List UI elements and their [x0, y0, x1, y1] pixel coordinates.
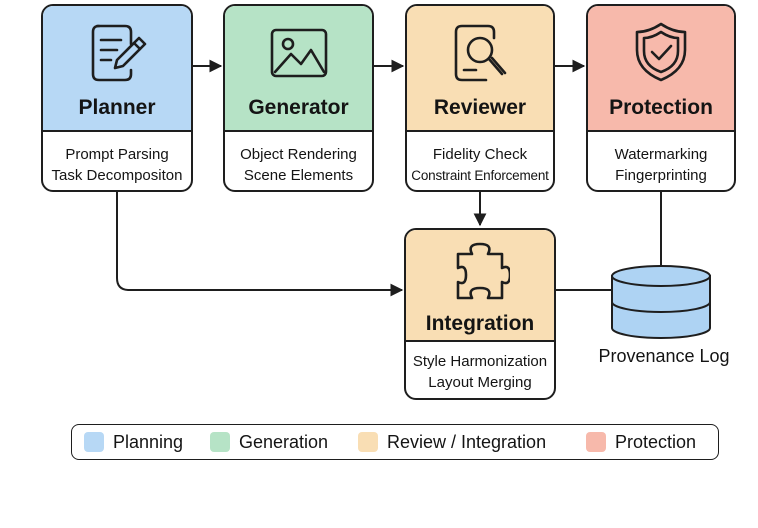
- generator-line-2: Scene Elements: [243, 167, 354, 184]
- reviewer-line-2: Constraint Enforcement: [411, 168, 549, 183]
- generator-card: Generator Object Rendering Scene Element…: [223, 4, 374, 192]
- generator-line-1: Object Rendering: [240, 146, 357, 163]
- generator-details: Object Rendering Scene Elements: [225, 130, 372, 190]
- reviewer-line-1: Fidelity Check: [432, 146, 528, 163]
- reviewer-details: Fidelity Check Constraint Enforcement: [407, 130, 553, 190]
- protection-line-2: Fingerprinting: [615, 167, 707, 184]
- legend-swatch-review-integration: [358, 432, 378, 452]
- legend-swatch-planning: [84, 432, 104, 452]
- integration-title: Integration: [425, 312, 535, 335]
- integration-line-1: Style Harmonization: [412, 353, 548, 370]
- shield-check-icon: [635, 22, 687, 82]
- image-icon: [270, 28, 327, 78]
- integration-card: Integration Style Harmonization Layout M…: [404, 228, 556, 400]
- legend-label-review-integration: Review / Integration: [387, 431, 547, 452]
- protection-header: Protection: [588, 6, 734, 130]
- protection-card: Protection Watermarking Fingerprinting: [586, 4, 736, 192]
- document-magnifier-icon: [454, 24, 507, 82]
- legend-label-protection: Protection: [615, 431, 697, 452]
- legend: Planning Generation Review / Integration…: [71, 424, 719, 460]
- generator-title: Generator: [248, 96, 349, 119]
- legend-item-planning: Planning: [84, 425, 183, 459]
- database-icon: [611, 265, 711, 339]
- reviewer-header: Reviewer: [407, 6, 553, 130]
- reviewer-card: Reviewer Fidelity Check Constraint Enfor…: [405, 4, 555, 192]
- planner-header: Planner: [43, 6, 191, 130]
- integration-details: Style Harmonization Layout Merging: [406, 340, 554, 398]
- legend-label-generation: Generation: [239, 431, 329, 452]
- legend-item-generation: Generation: [210, 425, 328, 459]
- protection-title: Protection: [609, 96, 713, 119]
- integration-line-2: Layout Merging: [428, 374, 532, 391]
- document-pencil-icon: [91, 24, 147, 82]
- planner-line-1: Prompt Parsing: [65, 146, 169, 163]
- reviewer-title: Reviewer: [433, 96, 527, 119]
- generator-header: Generator: [225, 6, 372, 130]
- edge-planner-integration: [116, 192, 404, 297]
- protection-line-1: Watermarking: [614, 146, 708, 163]
- planner-line-2: Task Decompositon: [51, 167, 183, 184]
- planner-card: Planner Prompt Parsing Task Decompositon: [41, 4, 193, 192]
- planner-details: Prompt Parsing Task Decompositon: [43, 130, 191, 190]
- legend-swatch-protection: [586, 432, 606, 452]
- legend-label-planning: Planning: [113, 431, 184, 452]
- planner-title: Planner: [78, 96, 156, 119]
- puzzle-piece-icon: [456, 242, 510, 300]
- legend-swatch-generation: [210, 432, 230, 452]
- protection-details: Watermarking Fingerprinting: [588, 130, 734, 190]
- legend-item-review-integration: Review / Integration: [358, 425, 546, 459]
- legend-item-protection: Protection: [586, 425, 696, 459]
- provenance-log-label: Provenance Log: [598, 346, 730, 366]
- integration-header: Integration: [406, 230, 554, 340]
